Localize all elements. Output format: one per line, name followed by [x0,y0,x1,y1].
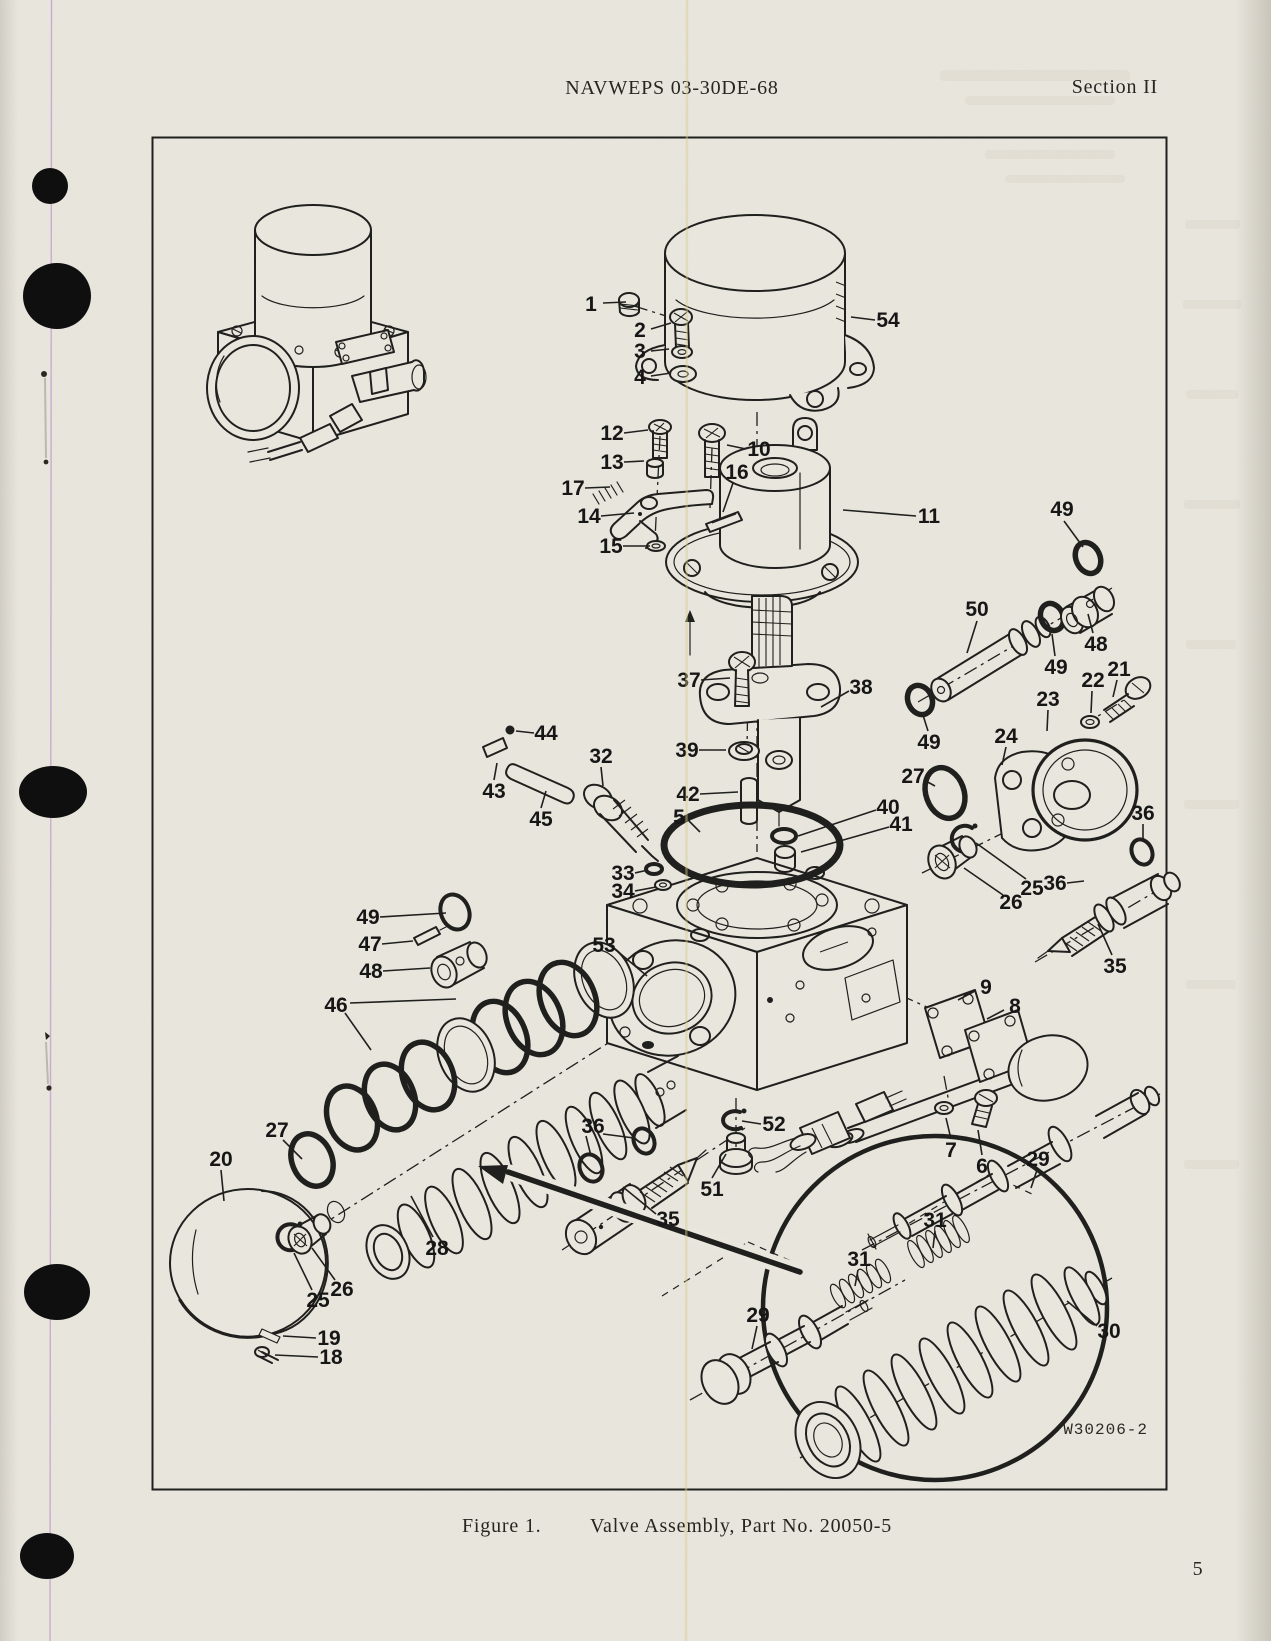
paper-grain-overlay [0,0,1271,1641]
manual-page: NAVWEPS 03-30DE-68 Section II [0,0,1271,1641]
scanned-page-canvas: NAVWEPS 03-30DE-68 Section II [0,0,1271,1641]
